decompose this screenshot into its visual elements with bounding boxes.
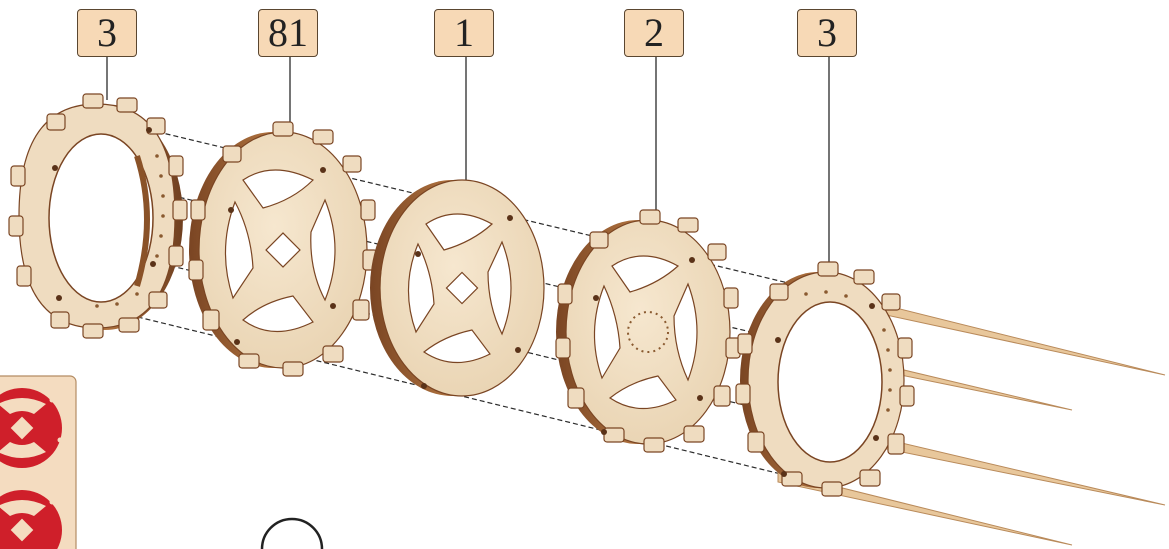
- part-label-disc-a: 81: [258, 9, 318, 57]
- disc-a-part: [189, 122, 377, 376]
- part-label-ring-right: 3: [797, 9, 857, 57]
- ring-left-part: [9, 94, 187, 338]
- disc-center-part: [370, 180, 544, 396]
- disc-b-part: [556, 210, 740, 452]
- ring-right-part: [736, 262, 914, 496]
- part-label-ring-left: 3: [77, 9, 137, 57]
- part-sheet-inset: [0, 376, 76, 549]
- part-label-disc-center: 1: [434, 9, 494, 57]
- part-label-disc-b: 2: [624, 9, 684, 57]
- step-circle-marker: [262, 519, 322, 549]
